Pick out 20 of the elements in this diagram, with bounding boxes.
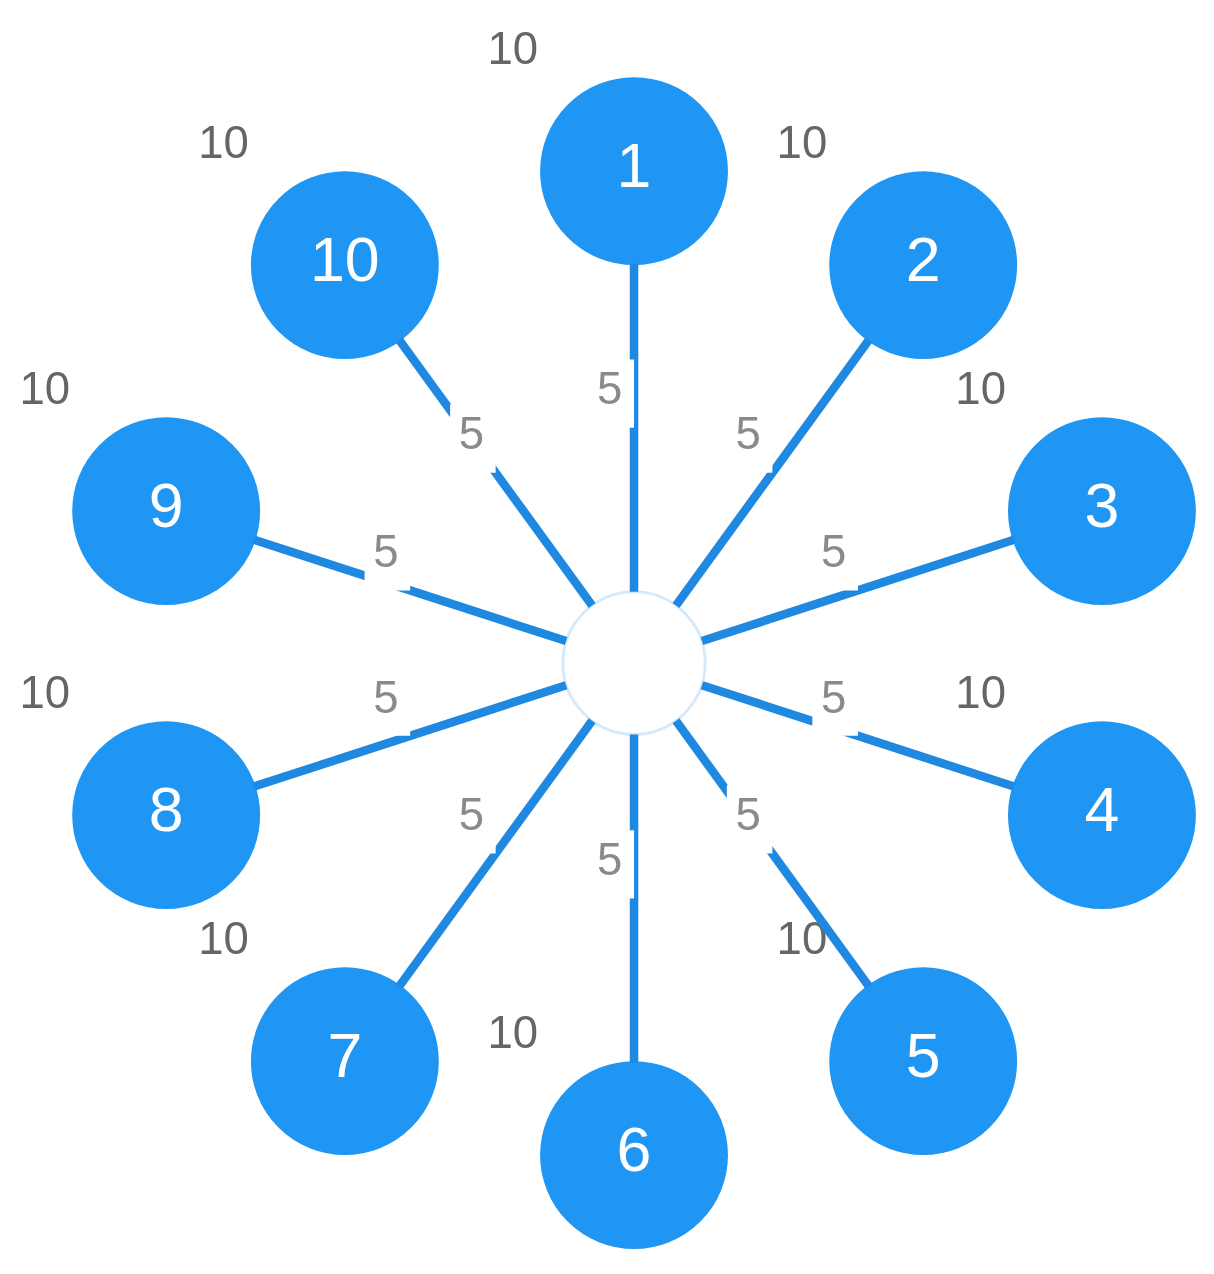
edge-label: 5 bbox=[458, 788, 484, 840]
node-label: 10 bbox=[487, 1006, 539, 1058]
edge-label: 5 bbox=[597, 362, 623, 414]
node-label: 10 bbox=[19, 362, 71, 414]
node-label: 10 bbox=[955, 666, 1006, 718]
node-label: 10 bbox=[955, 362, 1006, 414]
edge-label: 5 bbox=[735, 788, 761, 840]
edge-label: 5 bbox=[458, 407, 484, 459]
edge-label: 5 bbox=[820, 671, 847, 723]
node-label: 10 bbox=[776, 912, 828, 964]
node-label: 10 bbox=[487, 22, 539, 74]
node-label: 10 bbox=[19, 666, 71, 718]
edge-label: 5 bbox=[373, 525, 399, 577]
node-label: 10 bbox=[198, 912, 249, 964]
edge-label: 5 bbox=[373, 671, 399, 723]
edge-label: 5 bbox=[820, 525, 847, 577]
edge-label: 5 bbox=[735, 407, 761, 459]
edge-label: 5 bbox=[597, 833, 623, 885]
node-label: 10 bbox=[198, 116, 249, 168]
node-label: 10 bbox=[776, 116, 828, 168]
